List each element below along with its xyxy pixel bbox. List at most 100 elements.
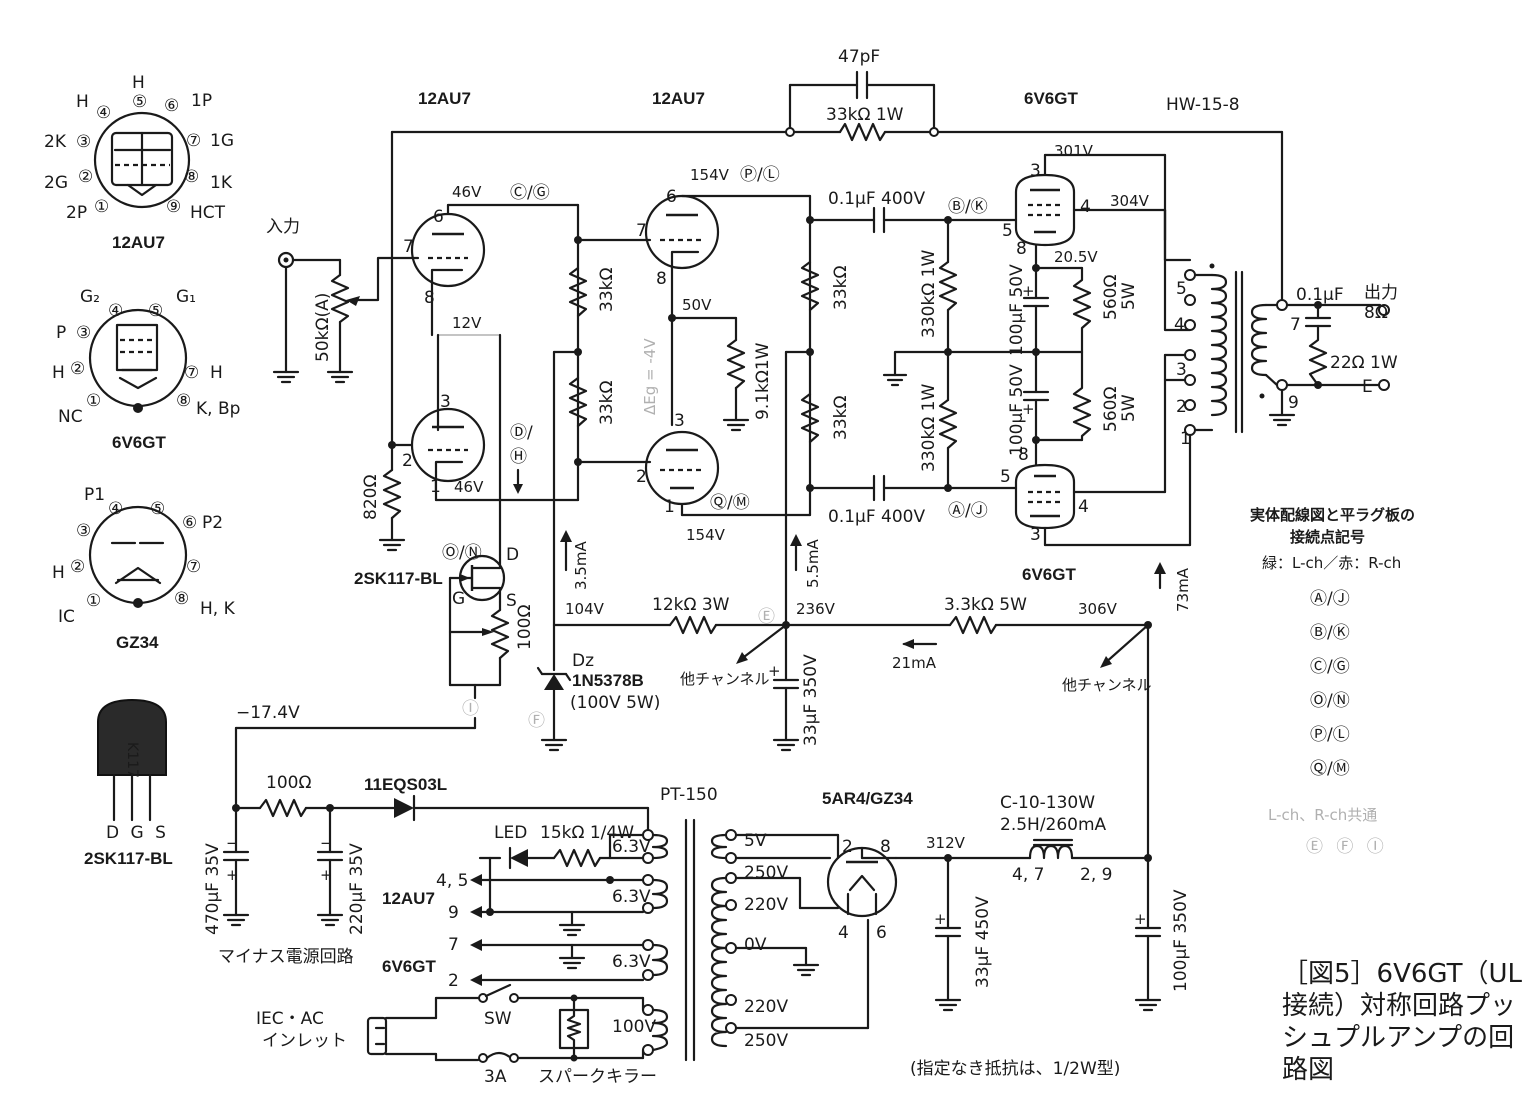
output-8ohm: 8Ω: [1364, 303, 1388, 323]
cap-100u350-label: 100μF 350V: [1171, 889, 1191, 992]
legend-common: L-ch、R-ch共通: [1268, 806, 1377, 824]
res-3k3-label: 3.3kΩ 5W: [944, 595, 1027, 615]
node-pl: Ⓟ/Ⓛ: [740, 165, 780, 185]
current-3-5ma: 3.5mA: [572, 541, 590, 590]
fet-current-source: Ⓞ/Ⓝ D G S 2SK117-BL 100Ω Ⓘ: [234, 543, 535, 730]
voltage-46v: 46V: [452, 183, 482, 201]
cap-plus: +: [1022, 282, 1035, 300]
grid-bias-network: 330kΩ 1W 330kΩ 1W + 100μF 50V 560Ω 5W 20…: [882, 216, 1139, 492]
legend: 実体配線図と平ラグ板の 接続点記号 緑：L-ch／赤：R-ch Ⓐ/Ⓙ Ⓑ/Ⓚ …: [1250, 506, 1415, 857]
pinout-gz34: P1 ④ ⑤ ③ ⑥ P2 H ② ⑦ ① IC ⑧ H, K GZ34: [52, 485, 236, 652]
res-560-bot: 5W: [1119, 394, 1139, 422]
res-33k: 33kΩ: [831, 266, 851, 310]
pin-label: 2P: [66, 203, 87, 223]
res-100-label: 100Ω: [515, 605, 535, 650]
voltage-50v: 50V: [682, 296, 712, 314]
node-qm: Ⓠ/Ⓜ: [710, 493, 750, 513]
pin-label: NC: [58, 407, 83, 427]
output-e: E: [1362, 377, 1373, 397]
zener-name: Dz: [572, 651, 594, 671]
zobel-res-label: 22Ω 1W: [1330, 353, 1398, 373]
voltage-312v: 312V: [926, 834, 966, 852]
fet-pin-names: D G S: [106, 823, 166, 843]
fet-name-label: 2SK117-BL: [354, 569, 443, 588]
input-label: 入力: [266, 217, 300, 237]
switch-label: SW: [484, 1009, 512, 1029]
fet-package-name: 2SK117-BL: [84, 849, 173, 868]
legend-title: 実体配線図と平ラグ板の: [1250, 506, 1415, 524]
pin-label: 1G: [210, 131, 234, 151]
pin-label: HCT: [190, 203, 226, 223]
voltage-301v: 301V: [1054, 142, 1094, 160]
res-560-top: 5W: [1119, 282, 1139, 310]
choke-filter: C-10-130W 2.5H/260mA 4, 7 2, 9 + 33μF 45…: [934, 793, 1191, 1012]
pin-label: ⑦: [186, 557, 201, 577]
res-33k: 33kΩ: [831, 396, 851, 440]
pin-label: G₁: [176, 287, 196, 307]
delta-eg-label: ΔEg = -4V: [641, 338, 659, 415]
coupling-cap-top: 0.1μF 400V: [828, 189, 925, 209]
fet-pin-s: S: [506, 591, 517, 611]
pri-100v: 100V: [612, 1017, 656, 1037]
caption-line: 路図: [1282, 1055, 1334, 1085]
current-73ma: 73mA: [1174, 567, 1192, 612]
legend-common-nodes: Ⓔ Ⓕ Ⓘ: [1306, 837, 1384, 857]
choke-pin-b: 2, 9: [1080, 865, 1112, 885]
pin-3: 3: [1030, 525, 1041, 545]
current-21ma: 21mA: [892, 654, 937, 672]
cap-plus: +: [1022, 400, 1035, 418]
pin-label: P: [56, 323, 66, 343]
node-i: Ⓘ: [462, 699, 479, 719]
pin-label: ⑤: [150, 499, 165, 519]
power-transformer: PT-150 6.3V 6.3V 6.3V 100V LED 15kΩ 1/4W: [256, 785, 870, 1087]
pin-6: 6: [433, 207, 444, 227]
iec-inlet-label-2: インレット: [262, 1031, 347, 1051]
choke-name: C-10-130W: [1000, 793, 1095, 813]
other-channel-1: 他チャンネル: [680, 670, 770, 688]
sec-6v3: 6.3V: [612, 837, 651, 857]
pin-5: 5: [1002, 221, 1013, 241]
pin-label: ②: [70, 557, 85, 577]
pinout-6v6gt: G₂ G₁ ④ ⑤ P ③ ⑦ H H ② ⑧ K, Bp ① NC 6V6GT: [52, 287, 240, 452]
iec-inlet-label-1: IEC・AC: [256, 1009, 324, 1029]
feedback-cap-label: 47pF: [838, 47, 880, 67]
pin-3: 3: [674, 411, 685, 431]
pin-4: 4: [1080, 197, 1091, 217]
pin-4: 4: [1078, 497, 1089, 517]
cap-470u-label: 470μF 35V: [203, 843, 223, 935]
heater-12au7: 12AU7: [382, 889, 435, 908]
pin-3: 3: [440, 392, 451, 412]
pin-label: ⑥: [182, 513, 197, 533]
node-f: Ⓕ: [528, 711, 545, 731]
fet-package: K117 D G S 2SK117-BL: [84, 698, 173, 868]
input-stage: 入力 50kΩ(A) 46V 6 7 8 12V 3 2 1 46V: [266, 130, 580, 557]
figure-caption: ［図5］6V6GT（UL 接続）対称回路プッ シュプルアンプの回 路図: [1282, 959, 1523, 1085]
tube-label-12au7-2: 12AU7: [652, 89, 705, 108]
heater-pins-4-5: 4, 5: [436, 871, 468, 891]
other-channel-2: 他チャンネル: [1062, 676, 1152, 694]
sec-250v: 250V: [744, 1031, 788, 1051]
xfmr-pin-9: 9: [1288, 393, 1299, 413]
res-33k: 33kΩ: [597, 381, 617, 425]
heater-pin-9: 9: [448, 903, 459, 923]
node-e: Ⓔ: [758, 607, 775, 627]
xfmr-pin-4: 4: [1174, 315, 1185, 335]
led-res-label: 15kΩ 1/4W: [540, 823, 634, 843]
voltage-46v-bot: 46V: [454, 478, 484, 496]
cap-minus: −: [226, 834, 239, 852]
stage1-loads: 33kΩ 33kΩ: [552, 236, 652, 627]
res-12k-label: 12kΩ 3W: [652, 595, 730, 615]
tube-label-12au7-1: 12AU7: [418, 89, 471, 108]
output-cap-label: 0.1μF: [1296, 285, 1344, 305]
res-330k-top: 330kΩ 1W: [919, 249, 939, 338]
pinout-title: 6V6GT: [112, 433, 166, 452]
node-cg: Ⓒ/Ⓖ: [510, 183, 550, 203]
res-330k-bot: 330kΩ 1W: [919, 383, 939, 472]
cap-plus: +: [320, 866, 333, 884]
node-bk: Ⓑ/Ⓚ: [948, 197, 988, 217]
bplus-distribution: 104V 12kΩ 3W Ⓔ 236V 3.3kΩ 5W 306V 21mA 他…: [528, 530, 1192, 860]
caption-line: シュプルアンプの回: [1282, 1023, 1514, 1053]
sec-0v: 0V: [744, 935, 767, 955]
sec-250v: 250V: [744, 863, 788, 883]
pin-4: 4: [838, 923, 849, 943]
